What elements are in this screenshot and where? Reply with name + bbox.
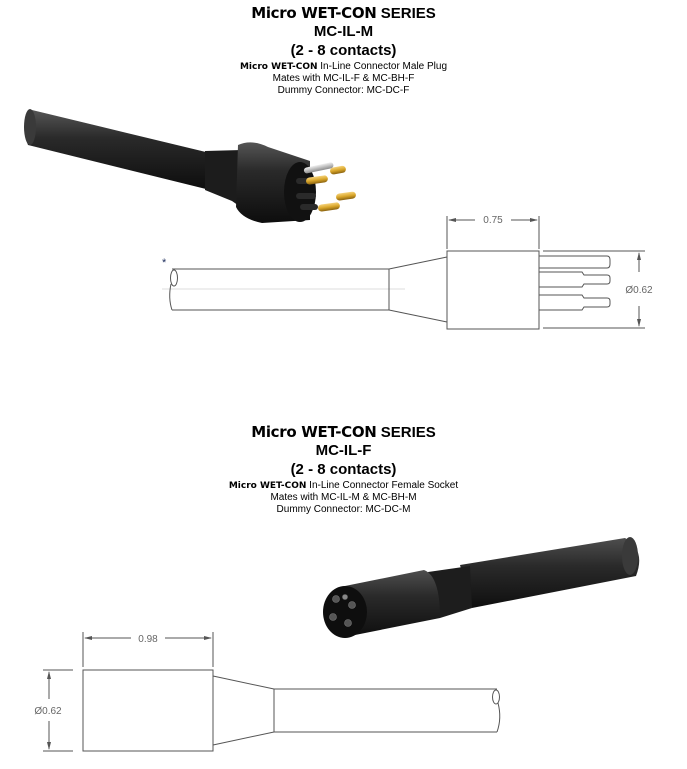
female-desc-brand: Micro WET-CON — [228, 481, 307, 491]
male-series-title: Micro WET-CON SERIES — [0, 4, 687, 23]
male-contact-pins — [296, 162, 356, 212]
male-plug-render — [24, 109, 356, 223]
female-title-block: Micro WET-CON SERIES MC-IL-F (2 - 8 cont… — [0, 423, 687, 516]
male-title-block: Micro WET-CON SERIES MC-IL-M (2 - 8 cont… — [0, 4, 687, 97]
female-mates-with: Mates with MC-IL-M & MC-BH-M — [270, 492, 417, 503]
female-technical-drawing: 0.98 Ø0.62 — [34, 632, 501, 752]
female-cable-body — [323, 537, 640, 638]
male-series-brand: Micro WET-CON — [251, 4, 377, 22]
male-desc-brand: Micro WET-CON — [239, 62, 318, 72]
female-socket-holes — [329, 594, 356, 627]
female-socket-render — [323, 537, 640, 638]
male-model-number: MC-IL-M — [313, 23, 374, 40]
female-desc-text: In-Line Connector Female Socket — [306, 480, 459, 491]
male-description: Micro WET-CON In-Line Connector Male Plu… — [0, 61, 687, 73]
male-technical-drawing: * 0.75 Ø0.62 — [162, 215, 653, 330]
male-diameter-dimension: Ø0.62 — [625, 285, 653, 296]
female-description: Micro WET-CON In-Line Connector Female S… — [0, 480, 687, 492]
female-diameter-dimension: Ø0.62 — [34, 706, 62, 717]
female-series-brand: Micro WET-CON — [251, 423, 377, 441]
male-cable-body — [24, 109, 316, 223]
male-contacts-range: (2 - 8 contacts) — [290, 42, 397, 59]
male-dummy-connector: Dummy Connector: MC-DC-F — [277, 85, 410, 96]
male-series-word: SERIES — [380, 5, 436, 22]
female-dummy-connector: Dummy Connector: MC-DC-M — [276, 504, 411, 515]
female-series-word: SERIES — [380, 424, 436, 441]
male-mates-with: Mates with MC-IL-F & MC-BH-F — [272, 73, 415, 84]
male-length-dimension: 0.75 — [483, 215, 503, 226]
female-model-number: MC-IL-F — [315, 442, 372, 459]
female-series-title: Micro WET-CON SERIES — [0, 423, 687, 442]
female-length-dimension: 0.98 — [138, 634, 158, 645]
male-desc-text: In-Line Connector Male Plug — [317, 61, 448, 72]
male-note-marker: * — [162, 257, 167, 269]
female-contacts-range: (2 - 8 contacts) — [290, 461, 397, 478]
